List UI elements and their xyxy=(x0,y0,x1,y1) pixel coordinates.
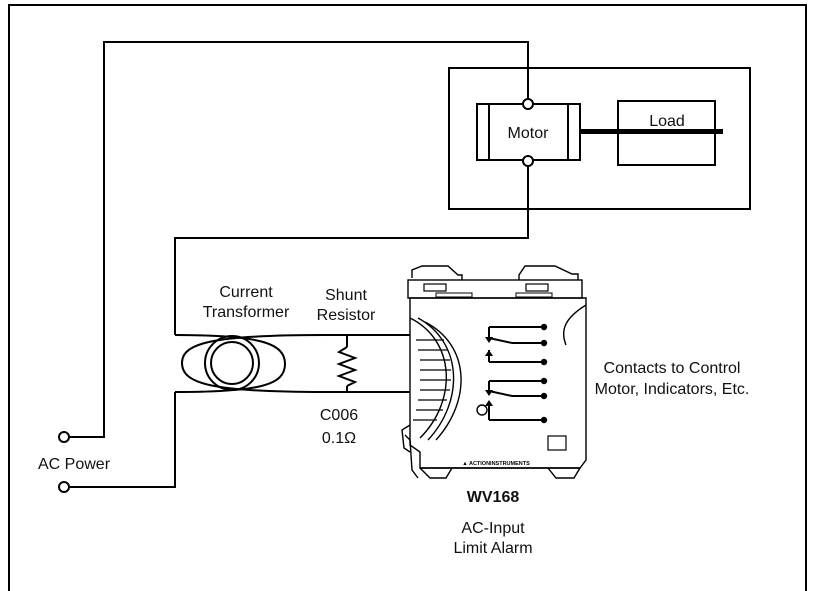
resistor-value-label: 0.1Ω xyxy=(322,430,356,447)
wire-ac-top-to-motor xyxy=(69,41,529,438)
ac-power-label: AC Power xyxy=(38,456,111,473)
motor-enclosure xyxy=(448,67,751,210)
load: Load xyxy=(617,100,723,166)
load-label: Load xyxy=(649,113,685,130)
wire-ac-bottom-to-ct xyxy=(69,392,176,488)
module-desc-line1: AC-Input xyxy=(461,520,525,537)
relay-contacts xyxy=(476,323,548,424)
motor-label: Motor xyxy=(508,125,550,142)
contacts-label-line2: Motor, Indicators, Etc. xyxy=(595,381,750,398)
ac-terminal-top xyxy=(58,431,70,443)
module-desc-line2: Limit Alarm xyxy=(453,540,532,557)
ct-label-line1: Current xyxy=(219,284,273,301)
resistor-model-label: C006 xyxy=(320,407,358,424)
motor-terminal-bottom xyxy=(522,155,534,167)
outer-frame xyxy=(8,4,807,591)
shunt-label-line2: Resistor xyxy=(317,307,376,324)
ct-label-line2: Transformer xyxy=(203,304,290,321)
brand-logo: ▲ ACTIONINSTRUMENTS xyxy=(462,461,530,467)
contacts-label-line1: Contacts to Control xyxy=(604,360,741,377)
wv168-module: ▲ ACTIONINSTRUMENTS xyxy=(401,265,587,479)
ac-terminal-bottom xyxy=(58,481,70,493)
current-transformer xyxy=(174,334,410,393)
module-model-label: WV168 xyxy=(467,489,520,506)
motor-terminal-top xyxy=(522,98,534,110)
motor: Motor xyxy=(476,103,581,161)
shunt-resistor xyxy=(336,335,358,392)
wire-motor-to-ct xyxy=(174,166,529,335)
shunt-label-line1: Shunt xyxy=(325,287,367,304)
